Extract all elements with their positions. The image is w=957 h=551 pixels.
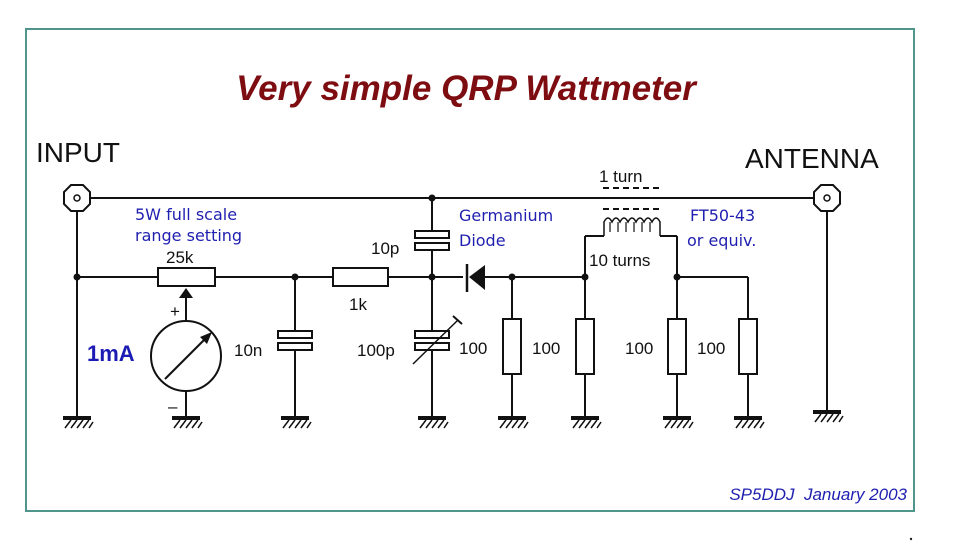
pot-note-2: range setting	[135, 226, 242, 245]
input-label: INPUT	[36, 137, 120, 168]
meter-value: 1mA	[87, 341, 135, 366]
meter-plus: +	[170, 302, 180, 321]
diagram-title: Very simple QRP Wattmeter	[236, 69, 698, 108]
load-resistor-3-label: 100	[625, 339, 653, 358]
ground-icon	[416, 416, 450, 430]
capacitor-10n	[277, 277, 313, 418]
pot-value: 25k	[166, 248, 194, 267]
ground-icon	[279, 416, 313, 430]
ground-icon	[496, 416, 530, 430]
trimmer-100p-label: 100p	[357, 341, 395, 360]
diagram-frame	[25, 28, 915, 512]
meter-minus: –	[168, 397, 178, 416]
load-resistor-2	[575, 273, 595, 418]
core-note-1: FT50-43	[690, 206, 755, 225]
load-resistor-4-label: 100	[697, 339, 725, 358]
capacitor-10p	[414, 194, 450, 277]
signature: SP5DDJ January 2003	[729, 485, 907, 504]
load-resistor-2-label: 100	[532, 339, 560, 358]
primary-turns-label: 1 turn	[599, 167, 642, 186]
resistor-1k	[332, 267, 389, 287]
ground-icon	[661, 416, 695, 430]
ground-icon	[569, 416, 603, 430]
load-resistor-1-label: 100	[459, 339, 487, 358]
antenna-connector-icon	[813, 184, 841, 212]
diode-icon	[465, 264, 485, 292]
load-resistor-4	[738, 277, 758, 418]
potentiometer-25k	[157, 267, 216, 322]
load-resistor-1	[502, 277, 522, 418]
input-connector-icon	[63, 184, 91, 212]
stray-dot	[909, 537, 913, 541]
ground-icon	[61, 416, 95, 430]
main-line	[76, 197, 828, 418]
meter-icon	[150, 320, 222, 418]
load-resistor-3	[667, 277, 687, 418]
cap-10n-label: 10n	[234, 341, 262, 360]
antenna-label: ANTENNA	[745, 143, 879, 174]
trimmer-capacitor-100p	[412, 277, 463, 418]
core-note-2: or equiv.	[687, 231, 756, 250]
transformer-icon	[584, 187, 748, 281]
sense-line	[73, 273, 585, 281]
pot-note-1: 5W full scale	[135, 205, 237, 224]
ground-icon	[732, 416, 766, 430]
resistor-1k-label: 1k	[349, 295, 367, 314]
ground-icon	[811, 410, 845, 424]
ground-icon	[170, 416, 204, 430]
diode-note-2: Diode	[459, 231, 506, 250]
diode-note-1: Germanium	[459, 206, 553, 225]
secondary-turns-label: 10 turns	[589, 251, 650, 270]
cap-10p-label: 10p	[371, 239, 399, 258]
